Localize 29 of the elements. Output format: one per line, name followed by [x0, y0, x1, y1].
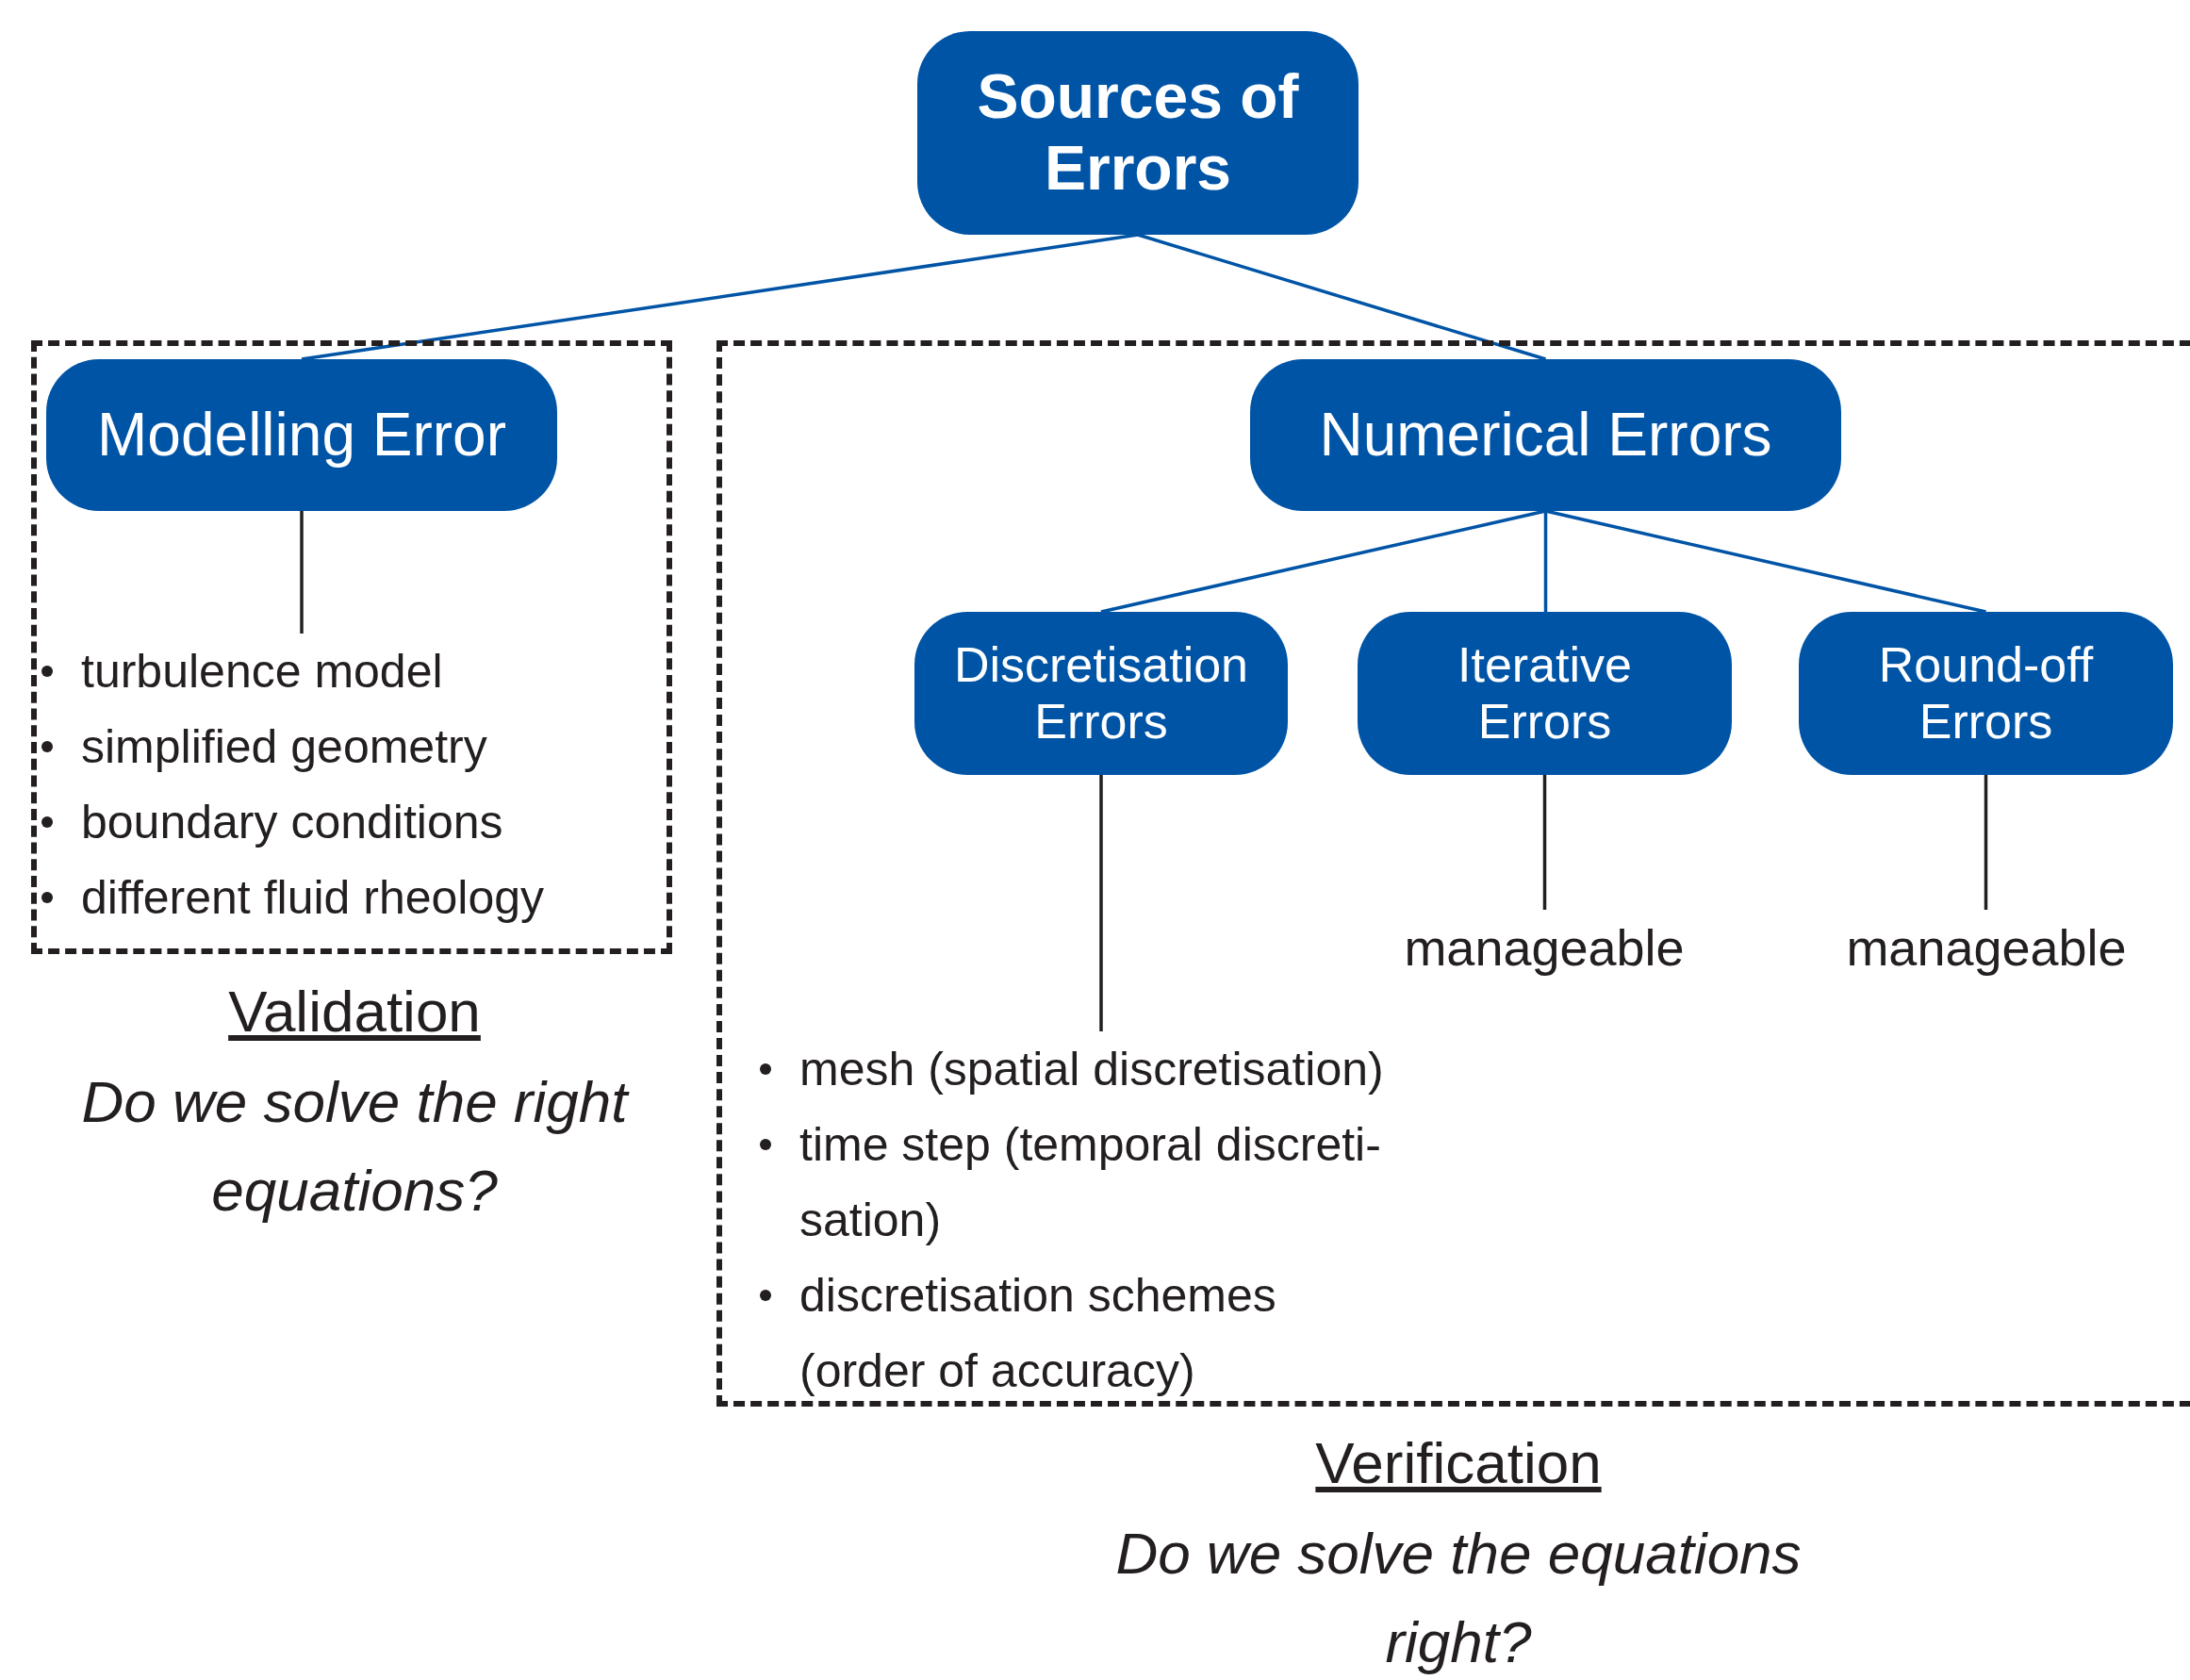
list-item-text: boundary conditions [81, 795, 503, 850]
note-text: manageable [1404, 919, 1685, 976]
list-item-text: turbulence model [81, 644, 443, 700]
dashed-group-frame [31, 340, 672, 954]
connector-line [1545, 509, 1986, 614]
note-text: manageable [1846, 919, 2127, 976]
connector-line [1100, 509, 1546, 614]
connector-line [300, 511, 304, 634]
list-item-text: simplified geometry [81, 719, 487, 775]
section-question: Do we solve the right equations? [80, 1068, 631, 1225]
subcategory-box: Round-off Errors [1799, 612, 2173, 775]
connector-line [1543, 511, 1548, 612]
title-box: Sources of Errors [917, 31, 1358, 235]
connector-line [1984, 775, 1988, 910]
list-item-text: discretisation schemes (order of accuracy) [799, 1268, 1277, 1399]
list-item-text: different fluid rheology [81, 870, 545, 926]
section-heading: Verification [1314, 1429, 1603, 1497]
subcategory-box: Discretisation Errors [914, 612, 1288, 775]
category-box: Numerical Errors [1250, 359, 1841, 511]
subcategory-box: Iterative Errors [1358, 612, 1732, 775]
connector-line [1099, 775, 1103, 1031]
list-item-text: mesh (spatial discretisation) [799, 1042, 1384, 1097]
connector-line [1542, 775, 1547, 910]
section-question: Do we solve the equations right? [1114, 1520, 1803, 1676]
category-box: Modelling Error [46, 359, 557, 511]
dashed-group-frame [716, 340, 2190, 1407]
connector-line [1137, 233, 1546, 361]
list-item-text: time step (temporal discreti- sation) [799, 1117, 1382, 1248]
section-heading: Validation [227, 978, 482, 1046]
